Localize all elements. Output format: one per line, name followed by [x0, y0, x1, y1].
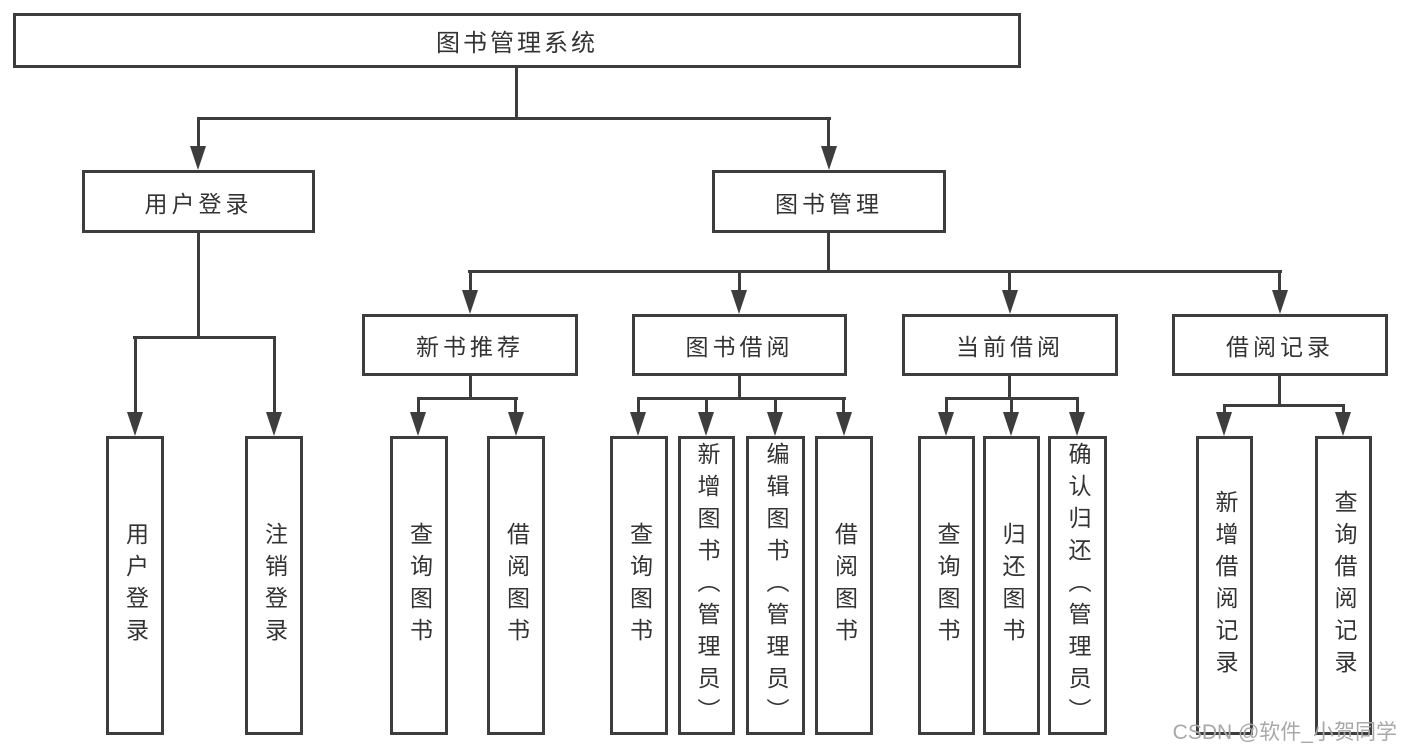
node-current-borrowing: 当前借阅	[902, 314, 1118, 376]
connector-line	[417, 397, 420, 414]
node-leaf-query-books-current: 查询图书	[918, 436, 975, 735]
arrow-down-icon	[630, 412, 646, 436]
leaf-label: 用户登录	[122, 521, 149, 650]
arrow-down-icon	[410, 412, 426, 436]
connector-line	[637, 397, 640, 414]
leaf-label: 归还图书	[999, 521, 1025, 650]
node-leaf-edit-books-admin: 编辑图书（管理员）	[746, 436, 805, 735]
leaf-label: 新增图书（管理员）	[694, 441, 720, 730]
connector-line	[1223, 404, 1226, 414]
node-book-borrowing: 图书借阅	[632, 314, 847, 376]
arrow-down-icon	[127, 412, 143, 436]
arrow-down-icon	[836, 412, 852, 436]
connector-line	[197, 117, 200, 148]
arrow-down-icon	[508, 412, 524, 436]
connector-line	[1076, 397, 1079, 414]
connector-line	[1223, 404, 1345, 407]
leaf-label: 新增借阅记录	[1212, 489, 1238, 682]
leaf-label: 查询借阅记录	[1331, 489, 1357, 682]
node-leaf-user-login: 用户登录	[106, 436, 164, 735]
connector-line	[1008, 376, 1011, 399]
arrow-down-icon	[462, 290, 478, 314]
node-leaf-add-books-admin: 新增图书（管理员）	[678, 436, 735, 735]
connector-line	[774, 397, 777, 414]
connector-line	[705, 397, 708, 414]
leaf-label: 借阅图书	[503, 521, 530, 650]
connector-line	[827, 233, 830, 272]
node-library-management-system: 图书管理系统	[13, 13, 1021, 68]
connector-line	[515, 68, 518, 119]
csdn-watermark: CSDN @软件_小贺同学	[1172, 721, 1397, 744]
node-leaf-logout: 注销登录	[245, 436, 303, 735]
leaf-label: 查询图书	[406, 521, 433, 650]
connector-line	[134, 336, 137, 414]
connector-line	[417, 397, 518, 400]
node-leaf-query-books-recommend: 查询图书	[390, 436, 448, 735]
connector-line	[468, 270, 1282, 273]
leaf-label: 借阅图书	[831, 521, 858, 650]
node-leaf-return-books: 归还图书	[983, 436, 1040, 735]
connector-line	[1342, 404, 1345, 414]
arrow-down-icon	[1335, 412, 1351, 436]
node-user-login: 用户登录	[82, 170, 315, 233]
connector-line	[1278, 376, 1281, 406]
arrow-down-icon	[1003, 412, 1019, 436]
leaf-label: 查询图书	[934, 521, 960, 650]
arrow-down-icon	[190, 146, 206, 170]
connector-line	[197, 117, 831, 120]
arrow-down-icon	[1272, 290, 1288, 314]
leaf-label: 确认归还（管理员）	[1065, 441, 1091, 730]
arrow-down-icon	[938, 412, 954, 436]
connector-line	[133, 336, 275, 339]
node-leaf-borrow-books: 借阅图书	[815, 436, 873, 735]
arrow-down-icon	[698, 412, 714, 436]
node-leaf-confirm-return-admin: 确认归还（管理员）	[1048, 436, 1107, 735]
node-leaf-query-books-borrowing: 查询图书	[610, 436, 668, 735]
leaf-label: 编辑图书（管理员）	[763, 441, 789, 730]
connector-line	[637, 397, 846, 400]
connector-line	[842, 397, 845, 414]
arrow-down-icon	[1002, 290, 1018, 314]
leaf-label: 查询图书	[626, 521, 653, 650]
node-book-management: 图书管理	[712, 170, 946, 233]
node-borrow-records: 借阅记录	[1172, 314, 1388, 376]
connector-line	[1010, 397, 1013, 414]
arrow-down-icon	[731, 290, 747, 314]
node-leaf-query-borrow-record: 查询借阅记录	[1315, 436, 1372, 735]
node-leaf-add-borrow-record: 新增借阅记录	[1196, 436, 1253, 735]
connector-line	[469, 376, 472, 399]
connector-line	[945, 397, 948, 414]
connector-line	[469, 270, 472, 292]
connector-line	[1008, 270, 1011, 292]
connector-line	[197, 233, 200, 338]
connector-line	[1278, 270, 1281, 292]
node-new-book-recommendation: 新书推荐	[362, 314, 578, 376]
arrow-down-icon	[266, 412, 282, 436]
connector-line	[273, 336, 276, 414]
connector-line	[738, 376, 741, 399]
leaf-label: 注销登录	[261, 521, 288, 650]
connector-line	[827, 117, 830, 148]
arrow-down-icon	[1069, 412, 1085, 436]
node-leaf-borrow-books-recommend: 借阅图书	[487, 436, 545, 735]
arrow-down-icon	[767, 412, 783, 436]
arrow-down-icon	[821, 146, 837, 170]
connector-line	[738, 270, 741, 292]
arrow-down-icon	[1216, 412, 1232, 436]
connector-line	[514, 397, 517, 414]
